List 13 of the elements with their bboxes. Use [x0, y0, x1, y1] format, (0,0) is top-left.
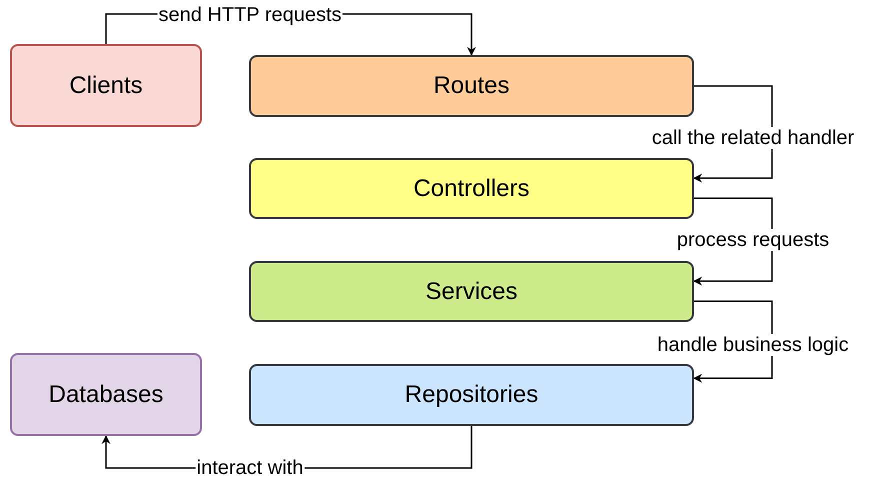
arrow	[693, 198, 773, 286]
process-box: Services	[249, 261, 694, 322]
edge-label: send HTTP requests	[157, 4, 343, 26]
edge-label: handle business logic	[656, 334, 850, 356]
process-box: Routes	[249, 55, 694, 117]
process-box: Clients	[10, 44, 202, 127]
edge-label: call the related handler	[650, 127, 856, 149]
edge-label: process requests	[676, 229, 830, 251]
arrow	[693, 85, 773, 183]
process-box: Controllers	[249, 158, 694, 219]
arrow	[693, 300, 773, 383]
process-box: Databases	[10, 353, 202, 436]
process-box: Repositories	[249, 364, 694, 426]
